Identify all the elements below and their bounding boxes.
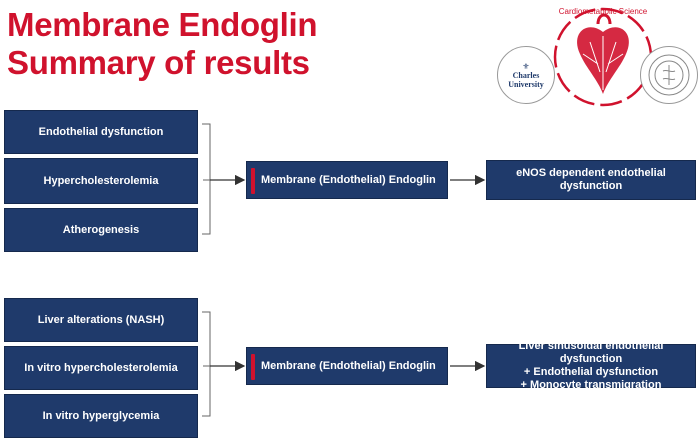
logo-ring-text: Cardiometabolic Science — [559, 7, 648, 16]
result-1-line-1: eNOS dependent endothelial — [516, 167, 666, 179]
group2-bracket — [202, 311, 486, 417]
group1-bracket — [202, 123, 486, 235]
result-box-1: eNOS dependent endothelial dysfunction — [486, 160, 696, 200]
red-marker — [251, 168, 255, 194]
result-box-2: Liver sinusoidal endothelial dysfunction… — [486, 340, 696, 391]
university-name-line-1: Charles — [512, 70, 540, 80]
input-hypercholesterolemia: Hypercholesterolemia — [4, 158, 198, 204]
center-label-2: Membrane (Endothelial) Endoglin — [261, 360, 436, 372]
page-title: Membrane Endoglin Summary of results — [7, 6, 318, 82]
input-in-vitro-hyperglycemia: In vitro hyperglycemia — [4, 394, 198, 438]
red-marker — [251, 354, 255, 380]
center-endoglin-box-1: Membrane (Endothelial) Endoglin — [246, 161, 448, 199]
result-1-line-2: dysfunction — [559, 180, 623, 192]
seal-icon — [640, 46, 698, 104]
input-liver-alterations: Liver alterations (NASH) — [4, 298, 198, 342]
center-endoglin-box-2: Membrane (Endothelial) Endoglin — [246, 347, 448, 385]
input-endothelial-dysfunction: Endothelial dysfunction — [4, 110, 198, 154]
input-in-vitro-hypercholesterolemia: In vitro hypercholesterolemia — [4, 346, 198, 390]
center-label-1: Membrane (Endothelial) Endoglin — [261, 174, 436, 186]
input-atherogenesis: Atherogenesis — [4, 208, 198, 252]
result-2-line-3: + Monocyte transmigration — [520, 379, 662, 391]
result-2-line-2: + Endothelial dysfunction — [523, 366, 659, 378]
crest-icon: ⚜ — [522, 61, 530, 71]
university-name-line-2: University — [508, 79, 544, 89]
title-line-2: Summary of results — [7, 44, 310, 81]
result-2-line-1: Liver sinusoidal endothelial dysfunction — [518, 340, 664, 365]
charles-university-logo: ⚜ Charles University — [497, 46, 555, 104]
title-line-1: Membrane Endoglin — [7, 6, 318, 43]
